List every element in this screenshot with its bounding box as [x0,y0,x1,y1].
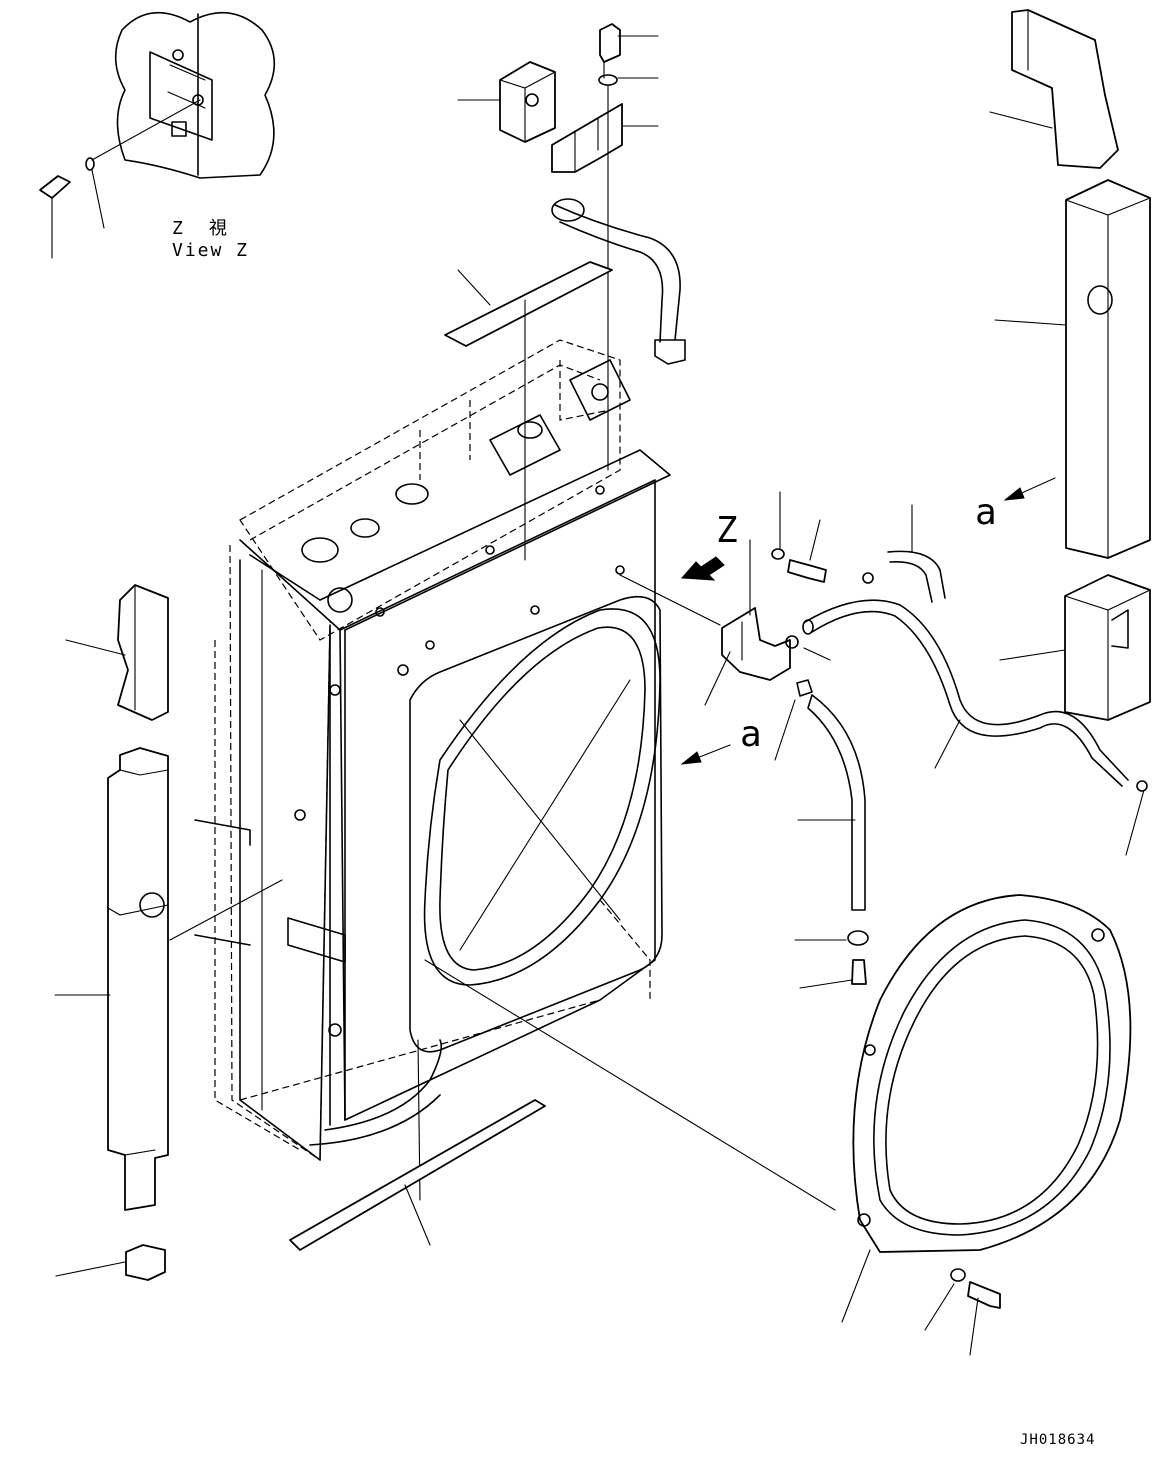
callout-a-center: a [740,714,762,755]
view-z-label-en: View Z [172,240,250,261]
view-z-inset [39,11,276,259]
fan-shroud-ring [841,894,1132,1356]
left-seal-block [55,1244,166,1281]
right-seal-long [994,179,1151,559]
arrow-view-z [680,556,725,581]
top-seal-strip [444,261,613,561]
left-seal-short [65,584,169,721]
callout-z: Z [716,510,738,551]
right-seal-l-shape [989,9,1119,169]
arrow-a-right [1003,477,1056,501]
right-seal-block [999,574,1151,721]
view-z-label-jp: Z 視 [172,218,231,239]
radiator-assembly [194,339,671,1162]
arrow-a-center [680,744,731,765]
radiator-top-fittings [375,359,631,617]
bottom-seal-strip [289,1099,546,1251]
top-bracket-group [457,23,659,471]
callout-a-right: a [975,492,997,533]
upper-hose [551,198,686,365]
drawing-number: JH018634 [1020,1432,1096,1448]
hose-bracket-group [704,491,1148,989]
radiator-leaders [169,574,836,1211]
left-seal-long [54,747,169,1211]
